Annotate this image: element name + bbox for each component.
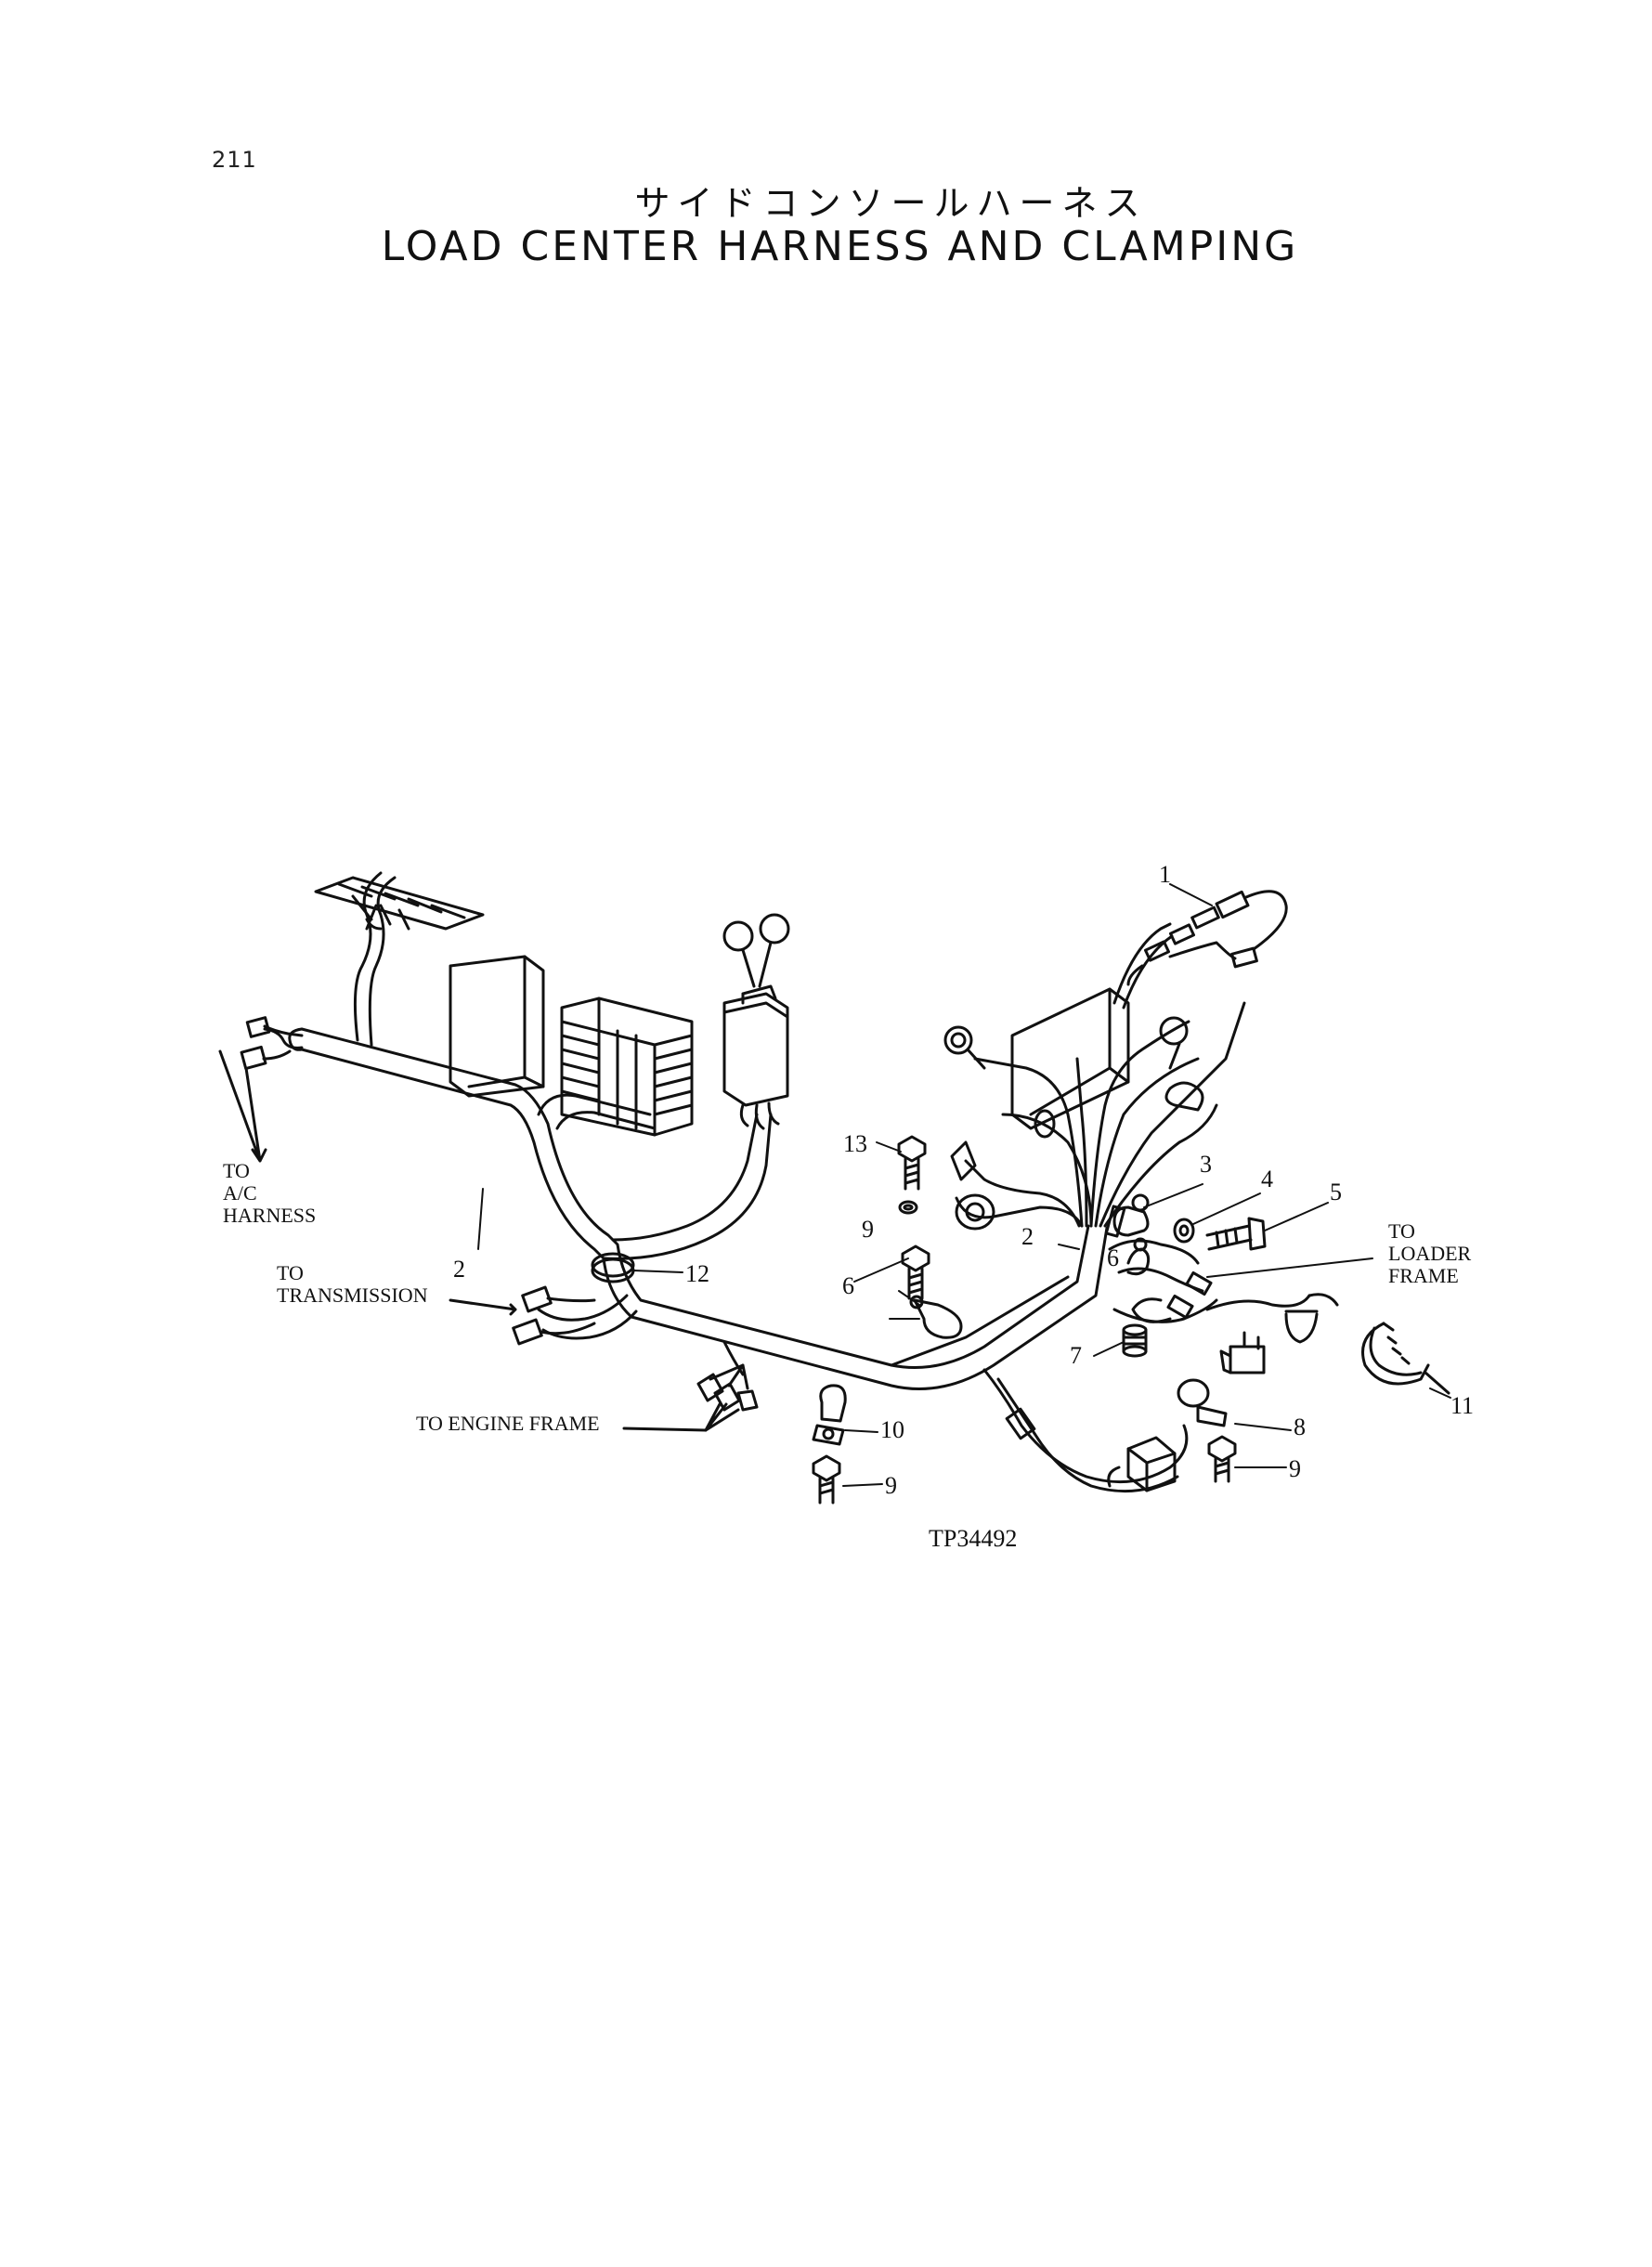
- ac-harness-connectors: [218, 1016, 304, 1163]
- bolt-9-left: [812, 1454, 841, 1505]
- bolt-13: [897, 1135, 927, 1191]
- bolt-9-right: [1207, 1435, 1237, 1483]
- clamp-11: [1361, 1322, 1450, 1395]
- grommet-lower: [1005, 1407, 1036, 1440]
- label-transmission-line2: TRANSMISSION: [277, 1283, 428, 1307]
- label-loader-frame: TO LOADER FRAME: [1388, 1219, 1472, 1287]
- callout-1: 1: [1159, 861, 1171, 888]
- nut-4: [1173, 1218, 1195, 1244]
- leader-lines: [477, 883, 1451, 1487]
- engine-frame-connectors: [622, 1363, 759, 1432]
- label-ac-harness-line1: TO: [223, 1159, 250, 1182]
- label-ac-harness: TO A/C HARNESS: [223, 1159, 316, 1227]
- callout-7: 7: [1070, 1342, 1082, 1369]
- clamp-10: [812, 1384, 847, 1446]
- label-loader-frame-line3: FRAME: [1388, 1264, 1459, 1287]
- callout-6-left: 6: [842, 1272, 854, 1299]
- drawing-code: TP34492: [929, 1525, 1017, 1552]
- cap-item: [1177, 1378, 1228, 1427]
- callout-3: 3: [1200, 1151, 1212, 1178]
- callout-13: 13: [843, 1130, 867, 1157]
- callout-9-top: 9: [862, 1216, 874, 1243]
- transmission-connectors: [449, 1285, 596, 1346]
- right-wire-bundle: [955, 922, 1246, 1238]
- control-box-left: [449, 955, 545, 1098]
- label-transmission: TO TRANSMISSION: [277, 1261, 428, 1307]
- control-module-right: [1010, 987, 1130, 1130]
- callout-6-right: 6: [1107, 1244, 1119, 1271]
- relay-with-lamps: [722, 913, 790, 1130]
- loader-frame-connectors: [1108, 1239, 1339, 1344]
- connector-1: [1126, 890, 1288, 986]
- page-number: 211: [212, 147, 257, 173]
- clamp-12: [591, 1252, 635, 1283]
- switch-8-area: [1219, 1331, 1266, 1375]
- sensor-lower-right: [1107, 1436, 1177, 1492]
- clamp-6-left: [909, 1295, 963, 1339]
- fuse-block: [560, 997, 694, 1137]
- callout-12: 12: [685, 1260, 709, 1287]
- label-engine-frame: TO ENGINE FRAME: [416, 1412, 600, 1435]
- main-harness-trunk: [263, 871, 1189, 1493]
- callout-10: 10: [880, 1416, 904, 1443]
- label-ac-harness-line2: A/C: [223, 1181, 257, 1205]
- top-left-connector-strip: [314, 876, 485, 931]
- bolt-9-top: [901, 1244, 930, 1300]
- label-transmission-line1: TO: [277, 1261, 304, 1284]
- callout-numbers: 1 2 2 3 4 5 6 6 7 8 9 9 9 10 11 12 13: [453, 861, 1474, 1499]
- callout-9-right: 9: [1289, 1455, 1301, 1482]
- callout-4: 4: [1261, 1166, 1273, 1192]
- page-title-japanese: サイドコンソールハーネス: [634, 183, 1148, 224]
- spacer-7: [1122, 1323, 1148, 1358]
- label-loader-frame-line1: TO: [1388, 1219, 1415, 1243]
- bolt-5: [1205, 1217, 1267, 1251]
- callout-8: 8: [1294, 1414, 1306, 1440]
- callout-5: 5: [1330, 1179, 1342, 1205]
- callout-11: 11: [1450, 1392, 1474, 1419]
- callout-2-left: 2: [453, 1256, 465, 1283]
- clamp-3: [1112, 1193, 1150, 1237]
- callout-2-right: 2: [1021, 1223, 1034, 1250]
- callout-9-left: 9: [885, 1472, 897, 1499]
- page-title: LOAD CENTER HARNESS AND CLAMPING: [381, 223, 1299, 270]
- right-connectors: [943, 1016, 1204, 1231]
- label-loader-frame-line2: LOADER: [1388, 1242, 1472, 1265]
- label-ac-harness-line3: HARNESS: [223, 1204, 316, 1227]
- washer-13: [898, 1200, 918, 1215]
- clamp-6-right: [1126, 1237, 1151, 1276]
